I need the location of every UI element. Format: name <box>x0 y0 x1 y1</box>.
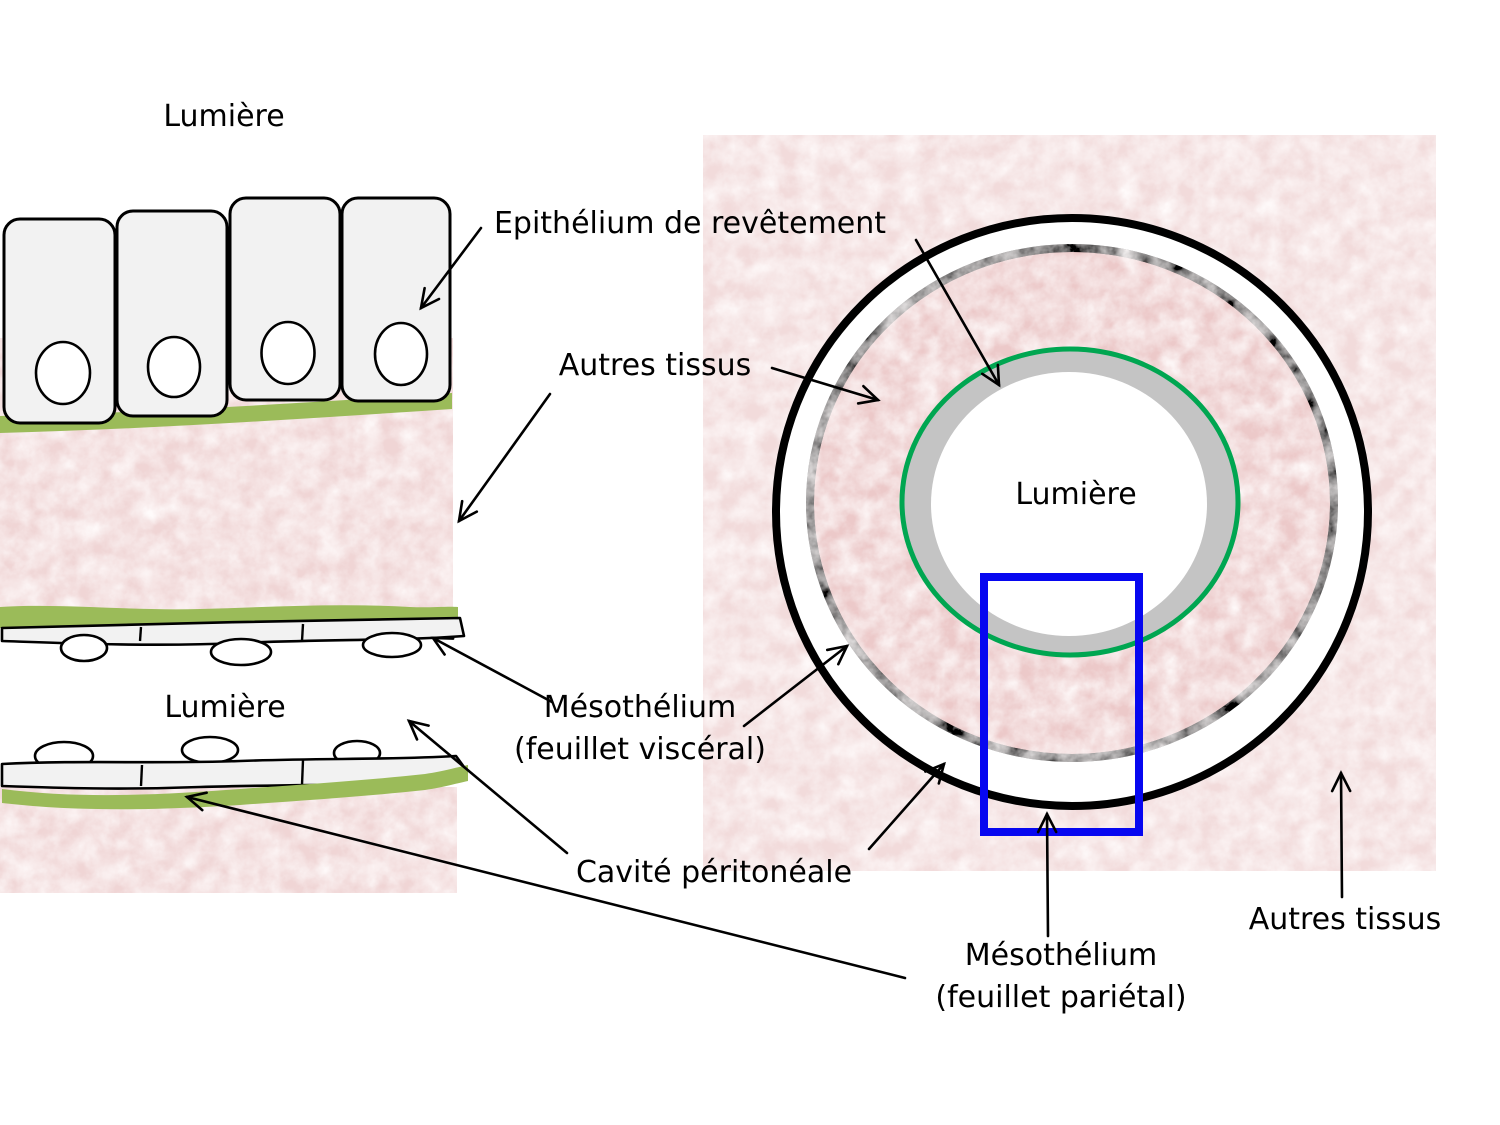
epithelial-cells <box>2 196 452 425</box>
label-other-tissues-right: Autres tissus <box>1248 902 1442 937</box>
arrow-parietal-up <box>1036 811 1058 938</box>
arrow-parietal-membrane <box>184 791 907 980</box>
arrow-epithelium-left <box>419 226 483 311</box>
arrow-other-tissues-ring <box>770 366 881 405</box>
visceral-mesothelium-cells <box>0 616 466 667</box>
arrow-visceral-right <box>742 644 850 728</box>
detail-box <box>980 573 1143 836</box>
wall-layers <box>0 196 468 893</box>
arrow-cavity-right <box>867 761 946 851</box>
basement-membrane-epithelium <box>0 393 452 433</box>
lumen-circle <box>931 372 1207 636</box>
label-other-tissues-left: Autres tissus <box>558 348 752 383</box>
arrow-cavity-left <box>406 719 569 855</box>
arrow-other-tissues-up <box>1330 770 1352 899</box>
label-peritoneal-cavity: Cavité péritonéale <box>575 855 853 890</box>
arrow-visceral-left <box>430 636 554 704</box>
label-lumen-circle: Lumière <box>1015 477 1137 512</box>
label-mesothelium-parietal: Mésothélium (feuillet pariétal) <box>935 938 1187 1015</box>
annotation-arrows <box>184 226 1352 980</box>
label-lumen-cavity: Lumière <box>164 690 286 725</box>
tube-cross-section <box>703 135 1436 871</box>
arrow-epithelium-right <box>914 238 1001 388</box>
label-epithelium: Epithélium de revêtement <box>493 206 887 241</box>
arrow-other-tissues-wall <box>457 392 552 524</box>
basement-membrane-parietal <box>2 765 468 810</box>
label-lumen-top: Lumière <box>163 99 285 134</box>
label-mesothelium-visceral: Mésothélium (feuillet viscéral) <box>514 690 766 767</box>
